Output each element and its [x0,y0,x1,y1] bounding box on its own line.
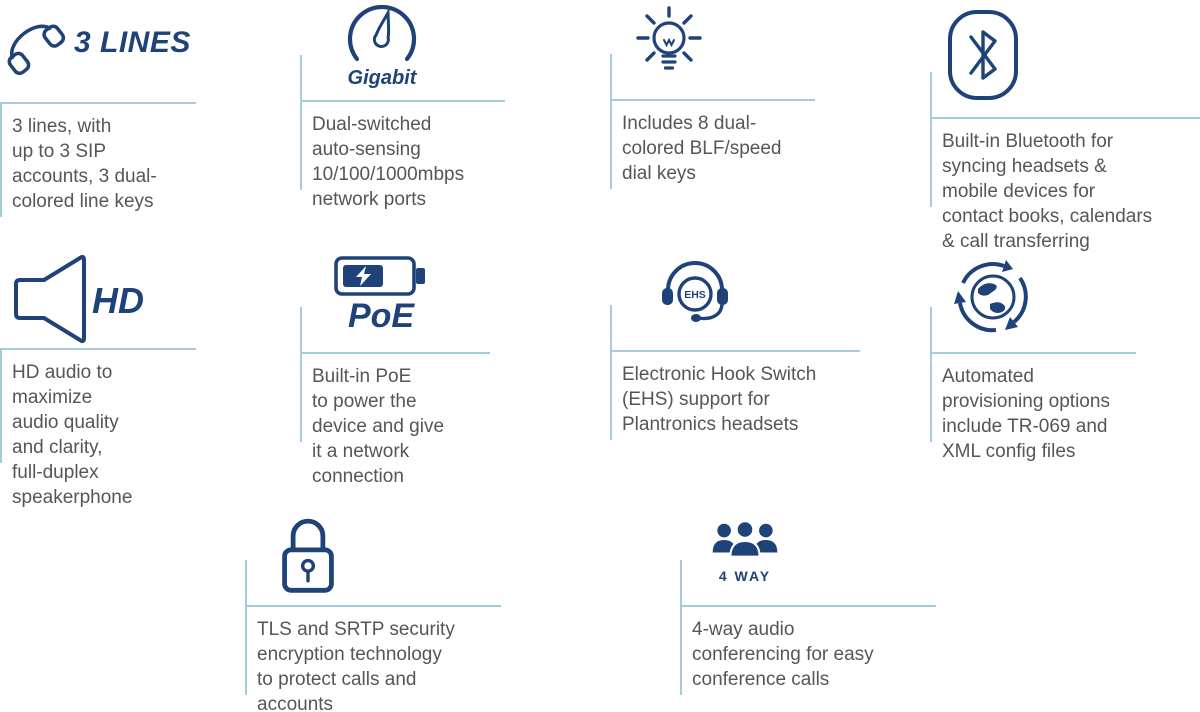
feature-card-poe: PoE Built-in PoE to power the device and… [300,246,490,489]
divider-vertical [680,560,682,695]
feature-description: Automated provisioning options include T… [942,366,1110,462]
divider-vertical [930,72,932,207]
divider-horizontal [245,605,501,607]
feature-card-hd-audio: HD HD audio to maximize audio quality an… [0,246,196,510]
divider-horizontal [930,352,1136,354]
security-icon-area [245,503,501,605]
divider-horizontal [610,99,815,101]
gigabit-icon-area: Gigabit [300,0,505,100]
phone-handset-icon [7,24,66,76]
feature-card-security: TLS and SRTP security encryption technol… [245,503,501,712]
bluetooth-icon-area [930,0,1200,117]
divider-vertical [245,560,247,695]
divider-horizontal [0,102,196,104]
divider-vertical [930,307,932,442]
hd-speaker-icon: HD [14,254,144,344]
divider-horizontal [680,605,936,607]
feature-card-ehs: EHS Electronic Hook Switch (EHS) support… [610,246,860,440]
feature-card-gigabit: Gigabit Dual-switched auto-sensing 10/10… [300,0,505,212]
poe-icon-area: PoE [300,246,490,352]
feature-description: 4-way audio conferencing for easy confer… [692,619,874,690]
feature-card-provisioning: Automated provisioning options include T… [930,246,1136,464]
four-way-label: 4 WAY [718,568,772,584]
feature-description: TLS and SRTP security encryption technol… [257,619,455,712]
lightbulb-icon [636,6,702,70]
conference-people-icon [712,520,778,558]
divider-vertical [610,54,612,189]
security-lock-icon [282,518,334,593]
globe-provisioning-icon [954,260,1028,333]
feature-card-bluetooth: Built-in Bluetooth for syncing headsets … [930,0,1200,254]
conference-icon-stack: 4 WAY [710,517,780,584]
ehs-headset-icon: EHS [662,261,728,322]
feature-card-blf-keys: Includes 8 dual- colored BLF/speed dial … [610,0,815,189]
divider-vertical [0,102,2,217]
divider-vertical [300,307,302,442]
poe-battery-icon [334,256,425,296]
divider-horizontal [300,352,490,354]
poe-label: PoE [347,297,415,335]
feature-description: Includes 8 dual- colored BLF/speed dial … [622,113,782,184]
gigabit-label: Gigabit [347,67,417,89]
poe-icon-stack: PoE [332,254,430,334]
speedometer-icon [347,5,417,62]
divider-horizontal [610,350,860,352]
feature-card-3-lines: 3 LINES 3 lines, with up to 3 SIP accoun… [0,0,196,217]
divider-horizontal [300,100,505,102]
feature-description: 3 lines, with up to 3 SIP accounts, 3 du… [12,116,157,212]
conference-icon-area: 4 WAY [680,503,936,605]
feature-card-conferencing: 4 WAY 4-way audio conferencing for easy … [680,503,936,695]
feature-description: Dual-switched auto-sensing 10/100/1000mb… [312,114,465,210]
divider-horizontal [0,348,196,350]
feature-description: Electronic Hook Switch (EHS) support for… [622,364,817,435]
divider-vertical [0,348,2,463]
ehs-label: EHS [684,289,706,301]
feature-description: Built-in Bluetooth for syncing headsets … [942,131,1153,252]
ehs-icon-area: EHS [610,246,860,350]
divider-horizontal [930,117,1200,119]
feature-description: Built-in PoE to power the device and giv… [312,366,445,487]
divider-vertical [300,55,302,190]
blf-icon-area [610,0,815,99]
hd-label: HD [92,280,144,321]
divider-vertical [610,305,612,440]
three-lines-label: 3 LINES [74,26,191,59]
feature-description: HD audio to maximize audio quality and c… [12,362,133,508]
three-lines-icon-area: 3 LINES [0,0,196,102]
gigabit-icon-stack: Gigabit [338,5,426,90]
hd-icon-area: HD [0,246,196,348]
provisioning-icon-area [930,246,1136,352]
bluetooth-icon [948,10,1018,100]
